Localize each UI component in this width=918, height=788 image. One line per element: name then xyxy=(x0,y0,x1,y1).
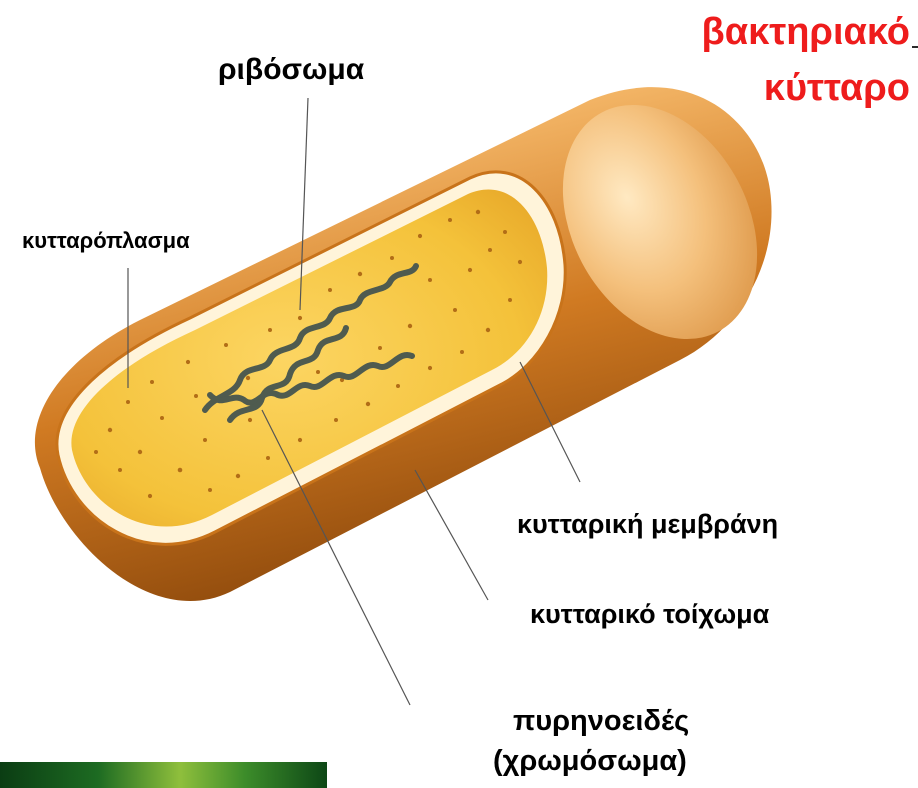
label-cytoplasm: κυτταρόπλασμα xyxy=(22,228,190,254)
decorative-green-bar xyxy=(0,762,327,788)
title-line-2: κύτταρο xyxy=(764,66,910,112)
leader-line-wall xyxy=(415,470,488,600)
title-line-1: βακτηριακό xyxy=(702,10,910,56)
label-cell-wall: κυτταρικό τοίχωμα xyxy=(530,598,769,630)
label-nucleoid: πυρηνοειδές xyxy=(513,704,689,739)
label-ribosome: ριβόσωμα xyxy=(218,52,364,88)
label-chromosome: (χρωμόσωμα) xyxy=(493,744,687,779)
label-cell-membrane: κυτταρική μεμβράνη xyxy=(517,508,778,540)
